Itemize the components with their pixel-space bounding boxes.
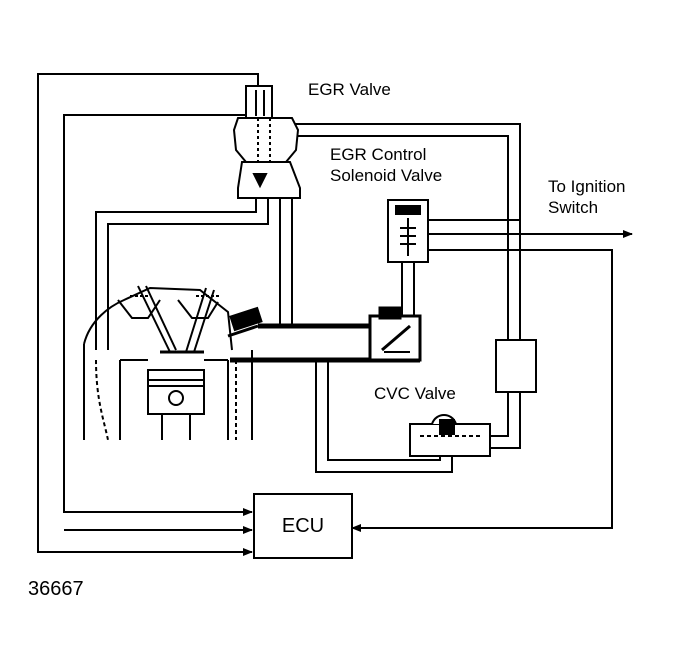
egr-control-solenoid xyxy=(387,199,429,263)
hose-cvc-loop-outer xyxy=(315,360,453,473)
ignition-label-line2: Switch xyxy=(548,198,598,217)
intake-valve xyxy=(137,285,171,353)
egr-pipe-left-inner xyxy=(107,196,269,350)
cylinder-head xyxy=(83,286,233,351)
egr-control-label-line1: EGR Control xyxy=(330,145,426,164)
cvc-valve-label: CVC Valve xyxy=(374,384,456,403)
exhaust-valve xyxy=(185,287,207,353)
ecu: ECU xyxy=(253,493,353,559)
wire-egr-sensor-outer xyxy=(37,73,259,556)
vacuum-hoses xyxy=(95,123,521,473)
cylinder-block xyxy=(83,344,253,440)
hose-egr-top-outer xyxy=(292,123,521,340)
egr-valve-sensor xyxy=(245,85,273,119)
egr-valve-body xyxy=(237,161,301,199)
labels: EGR Valve EGR Control Solenoid Valve To … xyxy=(28,80,626,600)
filter-body xyxy=(495,339,537,393)
wire-egr-sensor-inner xyxy=(63,114,253,516)
figure-number: 36667 xyxy=(28,578,84,600)
ecu-label: ECU xyxy=(282,515,324,537)
cvc-valve xyxy=(409,414,491,457)
engine-cylinder xyxy=(83,285,263,441)
fuel-injector xyxy=(229,306,263,332)
egr-pipe-left-outer xyxy=(95,196,257,350)
ecu-box xyxy=(253,493,353,559)
hose-filter-to-cvc-outer xyxy=(490,392,521,449)
egr-control-label-line2: Solenoid Valve xyxy=(330,166,442,185)
intake-manifold xyxy=(227,306,422,363)
hose-egr-top-inner xyxy=(292,135,509,340)
ignition-label-line1: To Ignition xyxy=(548,177,626,196)
throttle-plate xyxy=(381,324,411,352)
egr-valve-diaphragm xyxy=(232,117,300,163)
egr-valve-label: EGR Valve xyxy=(308,80,391,99)
hose-filter-to-cvc-inner xyxy=(490,392,509,437)
egr-valve xyxy=(232,85,301,199)
vacuum-filter xyxy=(495,339,537,393)
